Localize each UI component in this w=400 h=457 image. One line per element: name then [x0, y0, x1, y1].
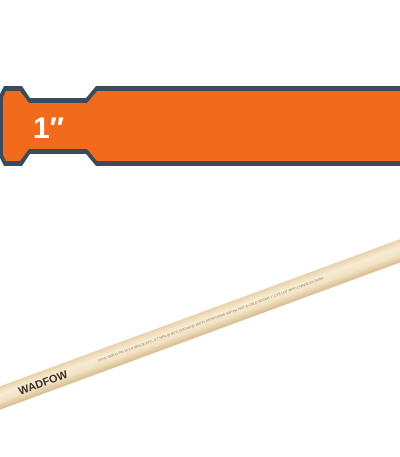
size-label: 1″	[33, 112, 64, 145]
size-banner: 1″	[0, 86, 400, 166]
size-banner-fill	[3, 91, 400, 161]
pipe-print: CPVC SDR11 PN 16 2.0 MPa @ 23°C, 0.7 MPa…	[98, 276, 325, 363]
pipe: WADFOW CPVC SDR11 PN 16 2.0 MPa @ 23°C, …	[0, 238, 400, 418]
pipe-body	[0, 238, 400, 418]
